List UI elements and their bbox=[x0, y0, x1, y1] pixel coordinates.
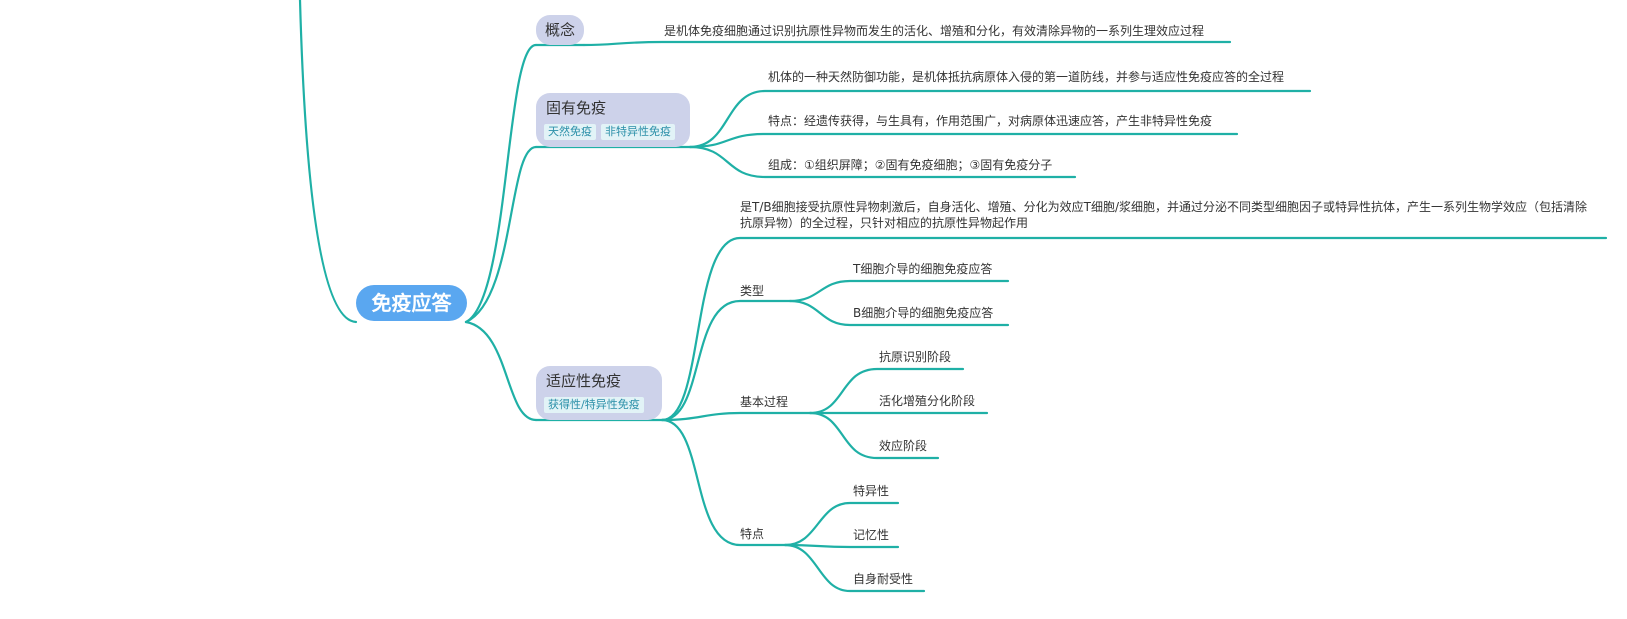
features-child-2[interactable]: 自身耐受性 bbox=[853, 572, 914, 586]
link-innate-1 bbox=[688, 89, 1312, 149]
concept-text[interactable]: 是机体免疫细胞通过识别抗原性异物而发生的活化、增殖和分化，有效清除异物的一系列生… bbox=[664, 24, 1205, 38]
types-child-1[interactable]: B细胞介导的细胞免疫应答 bbox=[853, 306, 994, 320]
link-innate-3 bbox=[688, 145, 1077, 179]
link-adaptive-types bbox=[660, 299, 792, 422]
process-child-0[interactable]: 抗原识别阶段 bbox=[879, 350, 952, 364]
root-node[interactable]: 免疫应答 bbox=[356, 285, 467, 321]
process-child-1[interactable]: 活化增殖分化阶段 bbox=[879, 394, 976, 408]
link-root-adaptive bbox=[464, 320, 538, 422]
link-features-1 bbox=[783, 501, 900, 547]
link-features-2 bbox=[783, 543, 900, 549]
link-adaptive-process bbox=[660, 411, 812, 422]
innate-child-2[interactable]: 组成：①组织屏障；②固有免疫细胞；③固有免疫分子 bbox=[768, 158, 1053, 172]
link-concept-text bbox=[582, 40, 1232, 47]
innate-child-1[interactable]: 特点：经遗传获得，与生具有，作用范围广，对病原体迅速应答，产生非特异性免疫 bbox=[768, 114, 1213, 128]
link-adaptive-definition bbox=[660, 236, 1608, 422]
innate-child-0[interactable]: 机体的一种天然防御功能，是机体抵抗病原体入侵的第一道防线，并参与适应性免疫应答的… bbox=[768, 70, 1285, 84]
link-features-3 bbox=[783, 543, 926, 593]
adaptive-process-label[interactable]: 基本过程 bbox=[740, 395, 789, 409]
innate-tags: 天然免疫 非特异性免疫 bbox=[544, 124, 675, 140]
types-child-0[interactable]: T细胞介导的细胞免疫应答 bbox=[853, 262, 993, 276]
link-parent-root bbox=[298, 0, 358, 324]
link-innate-2 bbox=[688, 132, 1239, 149]
link-root-innate bbox=[464, 145, 538, 324]
link-root-concept bbox=[464, 43, 538, 324]
adaptive-features-label[interactable]: 特点 bbox=[740, 527, 765, 541]
link-process-3 bbox=[808, 411, 940, 460]
branch-adaptive[interactable]: 适应性免疫 获得性/特异性免疫 bbox=[536, 366, 662, 420]
branch-concept[interactable]: 概念 bbox=[536, 15, 584, 45]
tag-innate-1: 非特异性免疫 bbox=[601, 124, 675, 140]
link-adaptive-features bbox=[660, 418, 787, 547]
features-child-1[interactable]: 记忆性 bbox=[853, 528, 890, 542]
tag-adaptive-0: 获得性/特异性免疫 bbox=[544, 397, 644, 413]
branch-adaptive-title: 适应性免疫 bbox=[546, 372, 622, 390]
adaptive-definition[interactable]: 是T/B细胞接受抗原性异物刺激后，自身活化、增殖、分化为效应T细胞/浆细胞，并通… bbox=[740, 200, 1587, 230]
link-types-2 bbox=[788, 299, 1010, 327]
features-child-0[interactable]: 特异性 bbox=[853, 484, 890, 498]
process-child-2[interactable]: 效应阶段 bbox=[879, 439, 928, 453]
link-types-1 bbox=[788, 279, 1010, 303]
adaptive-types-label[interactable]: 类型 bbox=[740, 284, 765, 298]
link-process-1 bbox=[808, 367, 965, 415]
tag-innate-0: 天然免疫 bbox=[544, 124, 596, 140]
adaptive-tags: 获得性/特异性免疫 bbox=[544, 397, 644, 413]
branch-innate-title: 固有免疫 bbox=[546, 99, 607, 117]
branch-innate[interactable]: 固有免疫 天然免疫 非特异性免疫 bbox=[536, 93, 690, 147]
